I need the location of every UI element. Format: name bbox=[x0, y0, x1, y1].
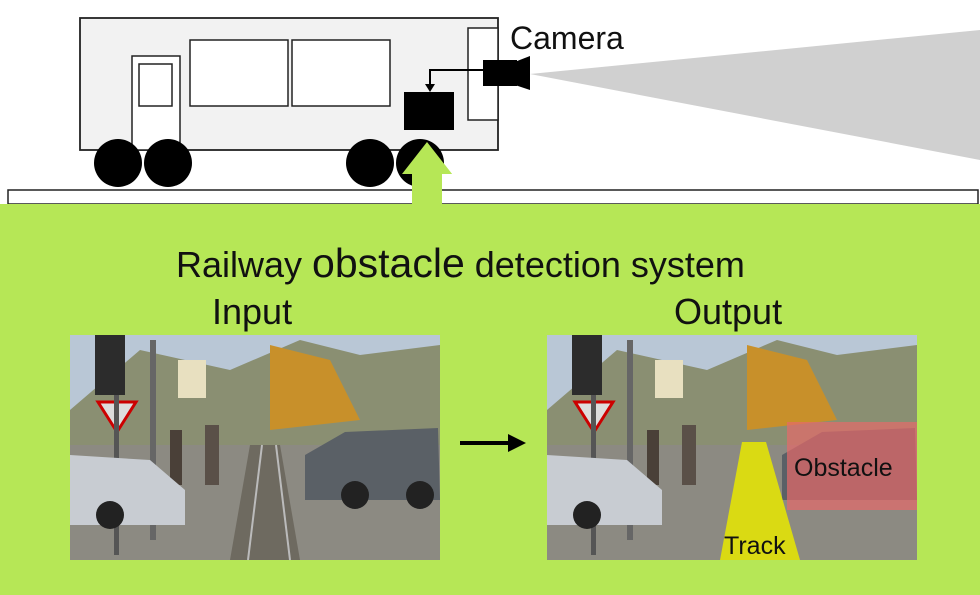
output-photo bbox=[547, 335, 917, 560]
camera-cable bbox=[429, 69, 486, 86]
camera-icon bbox=[483, 56, 530, 90]
obstacle-label: Obstacle bbox=[794, 454, 893, 482]
track-overlay bbox=[720, 442, 800, 560]
input-label: Input bbox=[212, 291, 293, 332]
train-window-2 bbox=[291, 39, 391, 107]
title-highlight: obstacle bbox=[312, 240, 465, 286]
rail bbox=[7, 189, 979, 205]
title-prefix: Railway bbox=[176, 244, 313, 285]
obstacle-overlay bbox=[787, 422, 917, 510]
track-label: Track bbox=[724, 532, 786, 560]
wheel bbox=[144, 139, 192, 187]
train-door-window bbox=[138, 63, 173, 107]
processing-unit bbox=[404, 92, 454, 130]
output-label: Output bbox=[674, 291, 783, 332]
input-photo bbox=[70, 335, 440, 561]
title-suffix: detection system bbox=[464, 244, 745, 285]
train-window-1 bbox=[189, 39, 289, 107]
wheel bbox=[346, 139, 394, 187]
diagram-title: Railway obstacle detection system bbox=[176, 243, 745, 284]
camera-label: Camera bbox=[510, 20, 624, 56]
camera-view-cone bbox=[530, 30, 980, 160]
wheel bbox=[94, 139, 142, 187]
